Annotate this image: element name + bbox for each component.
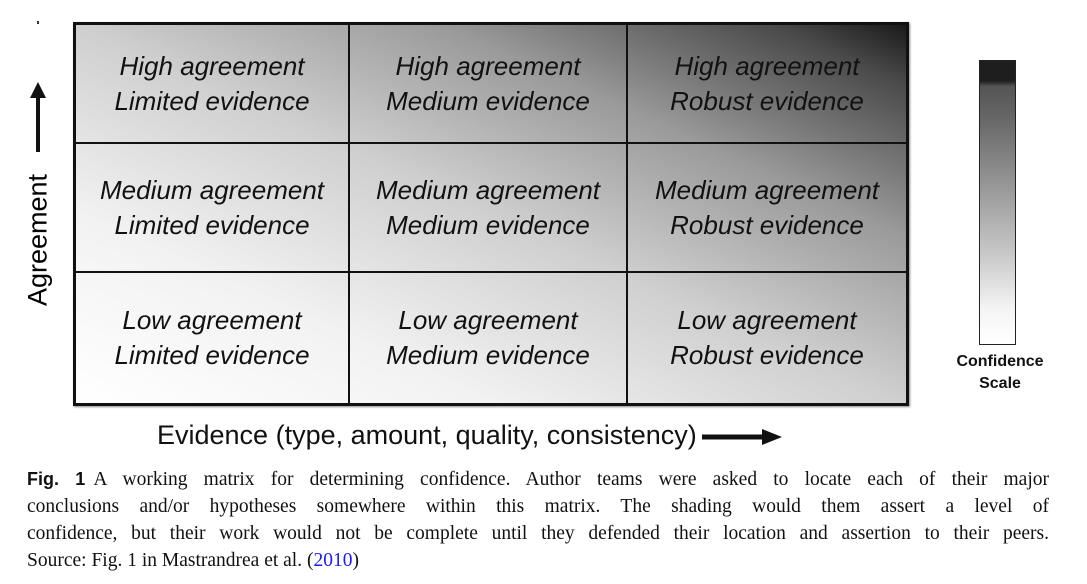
agreement-level: High agreement [119,50,305,81]
evidence-level: Medium evidence [386,340,590,370]
source-suffix: ) [352,550,359,571]
agreement-level: Low agreement [398,305,578,335]
caption-line: conclusions and/or hypotheses somewhere … [27,496,1049,517]
agreement-level: Medium agreement [376,174,600,205]
caption-line: confidence, but their work would not be … [27,523,1049,544]
agreement-level: Medium agreement [100,174,324,205]
scale-label-line2: Scale [979,375,1021,392]
scale-label-line1: Confidence [956,353,1044,370]
confidence-scale-bar [979,60,1016,345]
evidence-level: Robust evidence [670,85,864,116]
citation-link[interactable]: 2010 [313,550,353,571]
agreement-level: Low agreement [122,305,302,335]
confidence-scale-label: Confidence Scale [940,351,1060,395]
evidence-level: Limited evidence [114,209,310,240]
agreement-level: Medium agreement [655,174,879,205]
evidence-level: Robust evidence [670,340,864,370]
figure-caption: Fig. 1 A working matrix for determining c… [27,466,1049,574]
evidence-level: Limited evidence [114,85,310,116]
agreement-level: High agreement [674,50,860,81]
caption-text: A working matrix for determining confide… [93,469,1049,490]
right-arrow-icon [702,428,783,445]
evidence-level: Medium evidence [386,209,590,240]
up-arrow-icon [30,82,46,152]
agreement-level: Low agreement [677,305,857,335]
stray-mark [37,21,39,24]
agreement-level: High agreement [395,50,581,81]
evidence-level: Medium evidence [386,85,590,116]
x-axis-label-text: Evidence (type, amount, quality, consist… [157,420,697,450]
caption-line: Fig. 1 A working matrix for determining c… [27,466,1049,493]
x-axis-label: Evidence (type, amount, quality, consist… [157,420,783,451]
y-axis-label: Agreement [23,82,53,306]
caption-source: Source: Fig. 1 in Mastrandrea et al. (20… [27,547,1049,574]
evidence-level: Limited evidence [114,340,310,370]
source-text: Source: Fig. 1 in Mastrandrea et al. ( [27,550,314,571]
figure-label: Fig. 1 [27,469,86,489]
y-axis-label-text: Agreement [22,173,53,307]
evidence-level: Robust evidence [670,209,864,240]
